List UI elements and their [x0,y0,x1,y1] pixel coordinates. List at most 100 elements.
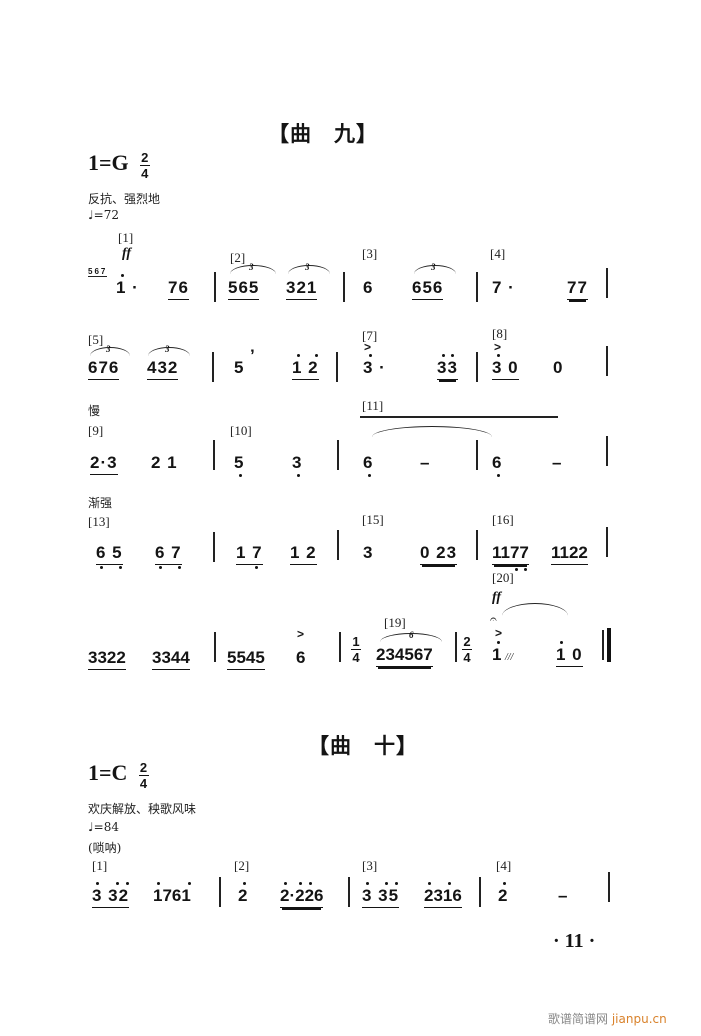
time-signature: 2 4 [138,760,149,791]
accent-mark: > [364,340,372,354]
measure-number: [1] [118,230,134,245]
barline [214,632,216,662]
watermark: 歌谱简谱网 jianpu.cn [548,1012,667,1026]
measure-number: [1] [92,858,108,873]
dash: – [420,453,431,472]
barline [339,632,341,662]
note: 1 [492,645,503,664]
barline [606,268,608,298]
barline [213,532,215,562]
note: 6 [492,453,503,472]
note: 2 [498,886,509,905]
note: 76 [168,278,189,300]
measure-number: [7] [362,328,378,343]
barline [337,440,339,470]
key: 1=C [88,760,128,785]
measure-number: [20] [492,570,514,585]
barline [602,630,604,660]
measure-number: [16] [492,512,514,527]
barline [608,872,610,902]
tempo-mark: ♩=72 [88,208,119,222]
measure-number: [8] [492,326,508,341]
dynamic-ff: ff [122,246,132,261]
barline [476,272,478,302]
barline [219,877,221,907]
accent-mark: > [297,627,305,641]
measure-number: [3] [362,246,378,261]
dash: – [552,453,563,472]
time-signature: 1 4 [351,634,361,665]
note: 6 7 [155,543,182,565]
note: 5545 [227,648,265,670]
note: 3 0 [492,358,519,380]
instrument-label: (唢呐) [88,841,122,855]
note: 7 · [492,278,515,297]
crescendo-line [360,416,558,418]
barline [348,877,350,907]
note: 2·3 [90,453,118,475]
note: 6 5 [96,543,123,565]
measure-number: [4] [490,246,506,261]
barline [606,436,608,466]
note: 3 · [363,358,386,377]
barline [476,440,478,470]
note: 3 [363,543,374,562]
note: 3 [292,453,303,472]
measure-number: [5] [88,332,104,347]
note: 0 [553,358,564,377]
piece10-title: 【曲 十】 [308,733,418,758]
dynamic-ff: ff [492,590,502,605]
piece9-key-signature: 1=G 2 4 [88,150,150,180]
barline [476,352,478,382]
measure-number: [11] [362,398,384,413]
fermata-icon: 𝄐 [490,612,497,626]
note: 6 [363,453,374,472]
tempo-change-mark: 慢 [88,404,101,418]
slur [502,603,568,616]
note: 2316 [424,886,462,908]
note: 2 1 [151,453,178,472]
measure-number: [19] [384,615,406,630]
note: 2 [238,886,249,905]
measure-number: [13] [88,514,110,529]
barline [214,272,216,302]
note: 234567 [376,645,433,667]
note: 33 [437,358,458,380]
note: 565 [228,278,260,300]
note: 676 [88,358,120,380]
note: 2·226 [280,886,324,908]
grace-notes: 567 [88,267,108,277]
note: 5 [234,358,245,377]
note: 6 [296,648,307,667]
note: 1 · [116,278,139,297]
piece10-key-signature: 1=C 2 4 [88,760,149,790]
final-barline [607,628,611,662]
tremolo-mark: /// [505,652,514,663]
note: 432 [147,358,179,380]
tie [372,426,492,437]
page-number: · 11 · [553,930,596,952]
note: 321 [286,278,318,300]
note: 1 7 [236,543,263,565]
barline [455,632,457,662]
note: 1122 [551,543,588,565]
barline [343,272,345,302]
note: 1761 [153,886,191,905]
note: 3 32 [92,886,130,908]
barline [336,352,338,382]
time-signature: 2 4 [462,634,472,665]
note: 1 0 [556,645,583,667]
note: 656 [412,278,444,300]
note: 1177 [492,543,529,565]
dynamic-change-mark: 渐强 [88,496,113,510]
measure-number: [4] [496,858,512,873]
barline [212,352,214,382]
measure-number: [10] [230,423,252,438]
note: 1 2 [292,358,319,380]
note: 3344 [152,648,190,670]
note: 3322 [88,648,126,670]
measure-number: [15] [362,512,384,527]
barline [476,530,478,560]
accent-mark: > [495,626,503,640]
note: 1 2 [290,543,317,565]
